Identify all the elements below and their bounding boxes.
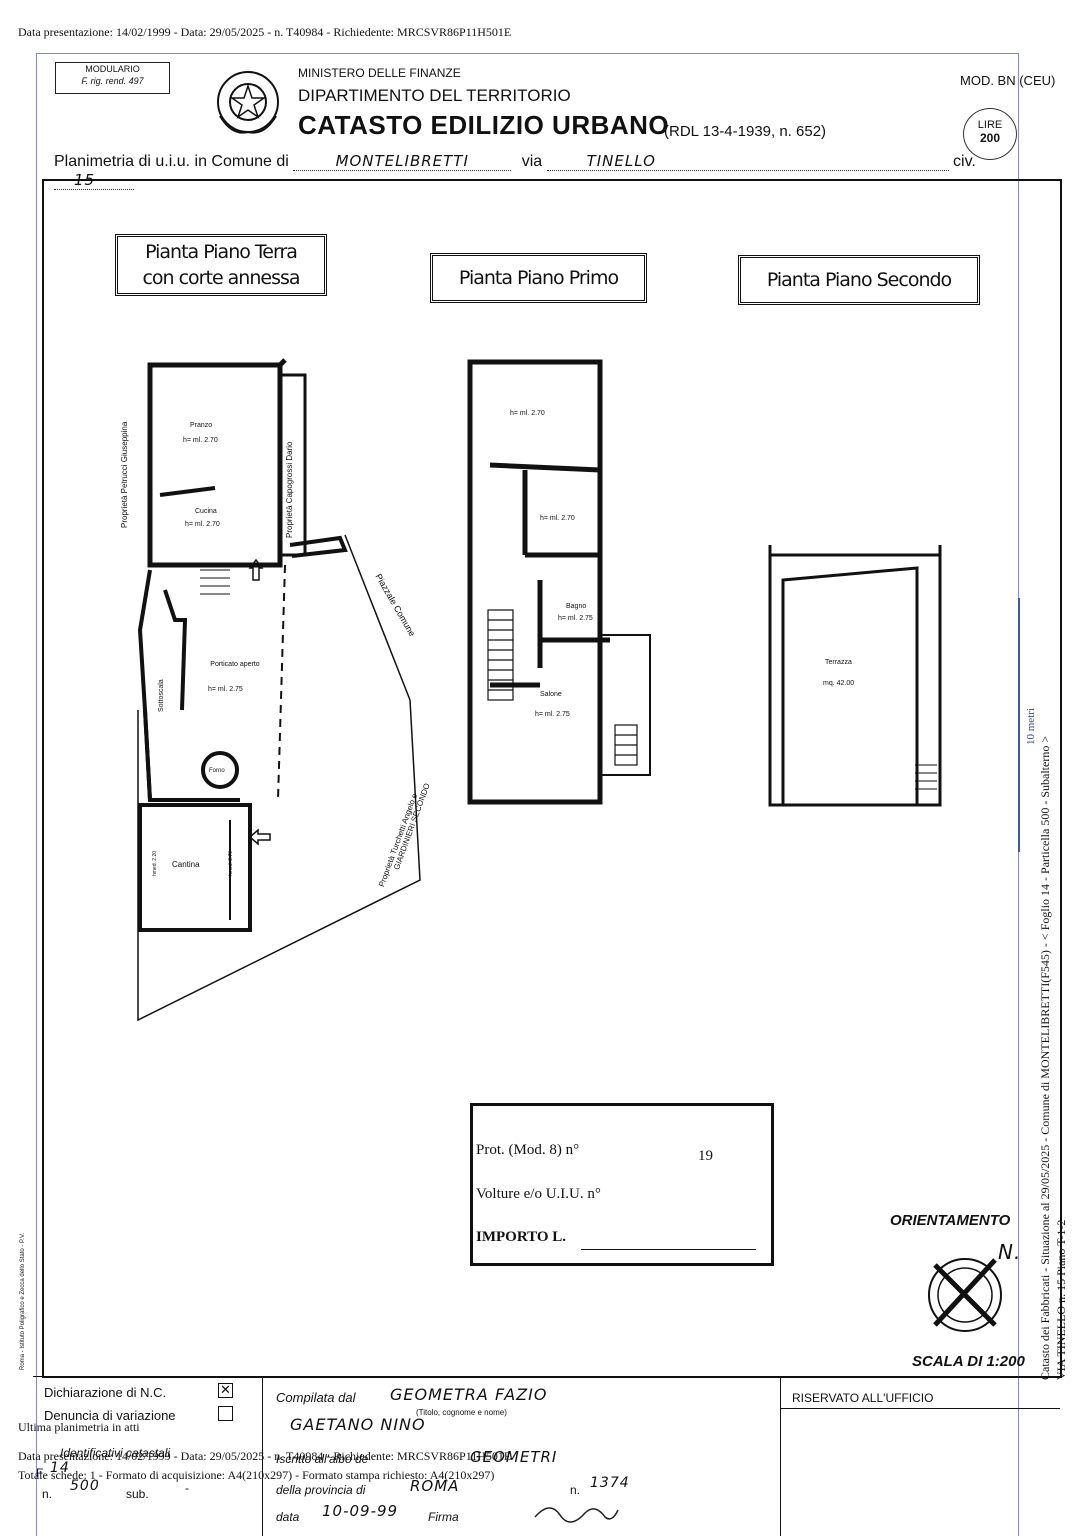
stamp-volture-label: Volture e/o U.I.U. n° xyxy=(476,1186,601,1202)
provincia-label: della provincia di xyxy=(276,1483,366,1497)
identificativi-label: Identificativi catastali xyxy=(60,1446,171,1460)
frame-left xyxy=(36,53,37,1536)
scale-bar-label: 10 metri xyxy=(1025,708,1037,745)
right-margin-line1: Catasto dei Fabbricati - Situazione al 2… xyxy=(1038,735,1052,1380)
scala-label: SCALA DI 1:200 xyxy=(912,1353,1025,1370)
room-pranzo-h: h= ml. 2.70 xyxy=(183,437,218,444)
footer-divider-2 xyxy=(780,1378,781,1536)
room-bagno-h: h= ml. 2.75 xyxy=(558,615,593,622)
room-terrazza: Terrazza xyxy=(825,659,852,666)
stamp-importo-label: IMPORTO L. xyxy=(476,1229,567,1245)
room-porticato: Porticato aperto xyxy=(210,661,260,668)
scale-bar xyxy=(1018,598,1020,852)
orientamento-label: ORIENTAMENTO xyxy=(890,1212,1011,1229)
room-forno: Forno xyxy=(209,768,225,774)
stamp-prot-year: 19 xyxy=(698,1148,713,1164)
iscritto-label: Iscritto all'albo de xyxy=(276,1452,369,1466)
modulario-line2: F. rig. rend. 497 xyxy=(81,76,144,86)
sub-value: - xyxy=(185,1481,189,1495)
stamp-prot-label: Prot. (Mod. 8) n° xyxy=(476,1142,580,1158)
modulario-box: MODULARIO F. rig. rend. 497 xyxy=(55,62,170,94)
right-margin-line2: VIA TINELLO n. 15 Piano T-1-2 xyxy=(1054,1219,1068,1380)
first-floor-plan xyxy=(467,359,651,805)
room-salone-h: h= ml. 2.75 xyxy=(535,711,570,718)
ground-floor-plan xyxy=(137,358,421,1022)
sub-label: sub. xyxy=(126,1487,149,1501)
plan-title-primo: Pianta Piano Primo xyxy=(430,253,647,303)
f-value: 14 xyxy=(50,1460,70,1476)
num-label: n. xyxy=(570,1483,581,1497)
nome-value: GAETANO NINO xyxy=(290,1415,426,1434)
ministry-ref: (RDL 13-4-1939, n. 652) xyxy=(664,123,827,140)
compilata-value: GEOMETRA FAZIO xyxy=(390,1385,548,1404)
drawing-frame xyxy=(42,179,1062,1378)
room-porticato-h: h= ml. 2.75 xyxy=(208,686,243,693)
data-value: 10-09-99 xyxy=(322,1502,399,1520)
second-floor-plan xyxy=(768,545,942,807)
f-label: F. xyxy=(36,1466,46,1480)
ministry-line2: DIPARTIMENTO DEL TERRITORIO xyxy=(298,86,571,105)
room-cantina: Cantina xyxy=(172,860,200,869)
republic-emblem-icon xyxy=(217,71,279,134)
dichiarazione-label: Dichiarazione di N.C. xyxy=(44,1385,167,1400)
label-petrucci: Proprietà Petrucci Giuseppina xyxy=(120,421,129,528)
n-label: n. xyxy=(42,1487,53,1501)
overlay-line3: Totale schede: 1 - Formato di acquisizio… xyxy=(18,1468,495,1482)
modulario-line1: MODULARIO xyxy=(85,64,140,74)
room-bagno: Bagno xyxy=(566,603,587,610)
overlay-line1: Ultima planimetria in atti xyxy=(18,1420,140,1434)
data-label: data xyxy=(276,1510,300,1524)
compilata-label: Compilata dal xyxy=(276,1390,356,1405)
provincia-value: ROMA xyxy=(410,1477,460,1495)
denuncia-checkbox[interactable] xyxy=(218,1406,233,1421)
stamp-importo-line xyxy=(581,1249,756,1250)
n-value: 500 xyxy=(70,1478,100,1494)
titolo-note: (Titolo, cognome e nome) xyxy=(416,1408,507,1417)
denuncia-label: Denuncia di variazione xyxy=(44,1408,176,1423)
ministry-line3: CATASTO EDILIZIO URBANO xyxy=(298,110,670,140)
p1-room2-h: h= ml. 2.70 xyxy=(540,515,575,522)
planimetria-line: Planimetria di u.i.u. in Comune di MONTE… xyxy=(54,152,1059,190)
lire-value: 200 xyxy=(979,131,1001,145)
frame-top xyxy=(36,53,1019,54)
header-line: Data presentazione: 14/02/1999 - Data: 2… xyxy=(18,25,512,39)
plan-title-terra-1: Pianta Piano Terra xyxy=(145,241,298,263)
room-cucina-h: h= ml. 2.70 xyxy=(185,521,220,528)
office-stamp: Prot. (Mod. 8) n° 19 Volture e/o U.I.U. … xyxy=(470,1103,774,1266)
planimetria-prefix: Planimetria di u.i.u. in Comune di xyxy=(54,153,289,170)
plan-title-terra: Pianta Piano Terra con corte annessa xyxy=(115,234,327,296)
left-margin-print: Roma - Istituto Poligrafico e Zecca dell… xyxy=(20,1232,26,1370)
ministry-line1: MINISTERO DELLE FINANZE xyxy=(298,66,461,80)
compass-icon xyxy=(928,1258,1002,1332)
via-value: TINELLO xyxy=(546,152,949,171)
p1-room1-h: h= ml. 2.70 xyxy=(510,410,545,417)
mod-label: MOD. BN (CEU) xyxy=(960,73,1056,88)
plan-title-secondo: Pianta Piano Secondo xyxy=(738,255,980,305)
comune-value: MONTELIBRETTI xyxy=(293,152,512,171)
label-capogrossi: Proprietà Capogrossi Dario xyxy=(285,441,294,539)
room-sottoscala: Sottoscala xyxy=(158,679,165,712)
iscritto-value: GEOMETRI xyxy=(470,1448,558,1466)
cantina-hmed-1: hmed. 2.20 xyxy=(152,850,158,876)
north-label: N. xyxy=(998,1240,1022,1264)
cantina-hmed-2: hmed. 2.70 xyxy=(228,850,234,876)
room-pranzo: Pranzo xyxy=(190,422,213,429)
room-cucina: Cucina xyxy=(195,508,217,515)
room-salone: Salone xyxy=(540,691,562,698)
lire-badge: LIRE 200 xyxy=(963,108,1017,160)
riservato-line xyxy=(781,1408,1060,1409)
signature xyxy=(534,1507,619,1523)
footer-divider-1 xyxy=(262,1378,263,1536)
civ-label: civ. xyxy=(953,153,976,170)
plan-title-terra-2: con corte annessa xyxy=(142,267,300,289)
riservato-label: RISERVATO ALL'UFFICIO xyxy=(792,1391,934,1405)
overlay-line2: Data presentazione: 14/02/1999 - Data: 2… xyxy=(18,1449,512,1463)
footer-top-line xyxy=(33,1376,1060,1377)
dichiarazione-checkbox[interactable]: ✕ xyxy=(218,1383,233,1398)
via-label: via xyxy=(521,153,543,170)
firma-label: Firma xyxy=(428,1510,459,1524)
lire-label: LIRE xyxy=(977,119,1003,131)
num-value: 1374 xyxy=(590,1475,630,1491)
room-terrazza-mq: mq. 42.00 xyxy=(823,680,855,687)
